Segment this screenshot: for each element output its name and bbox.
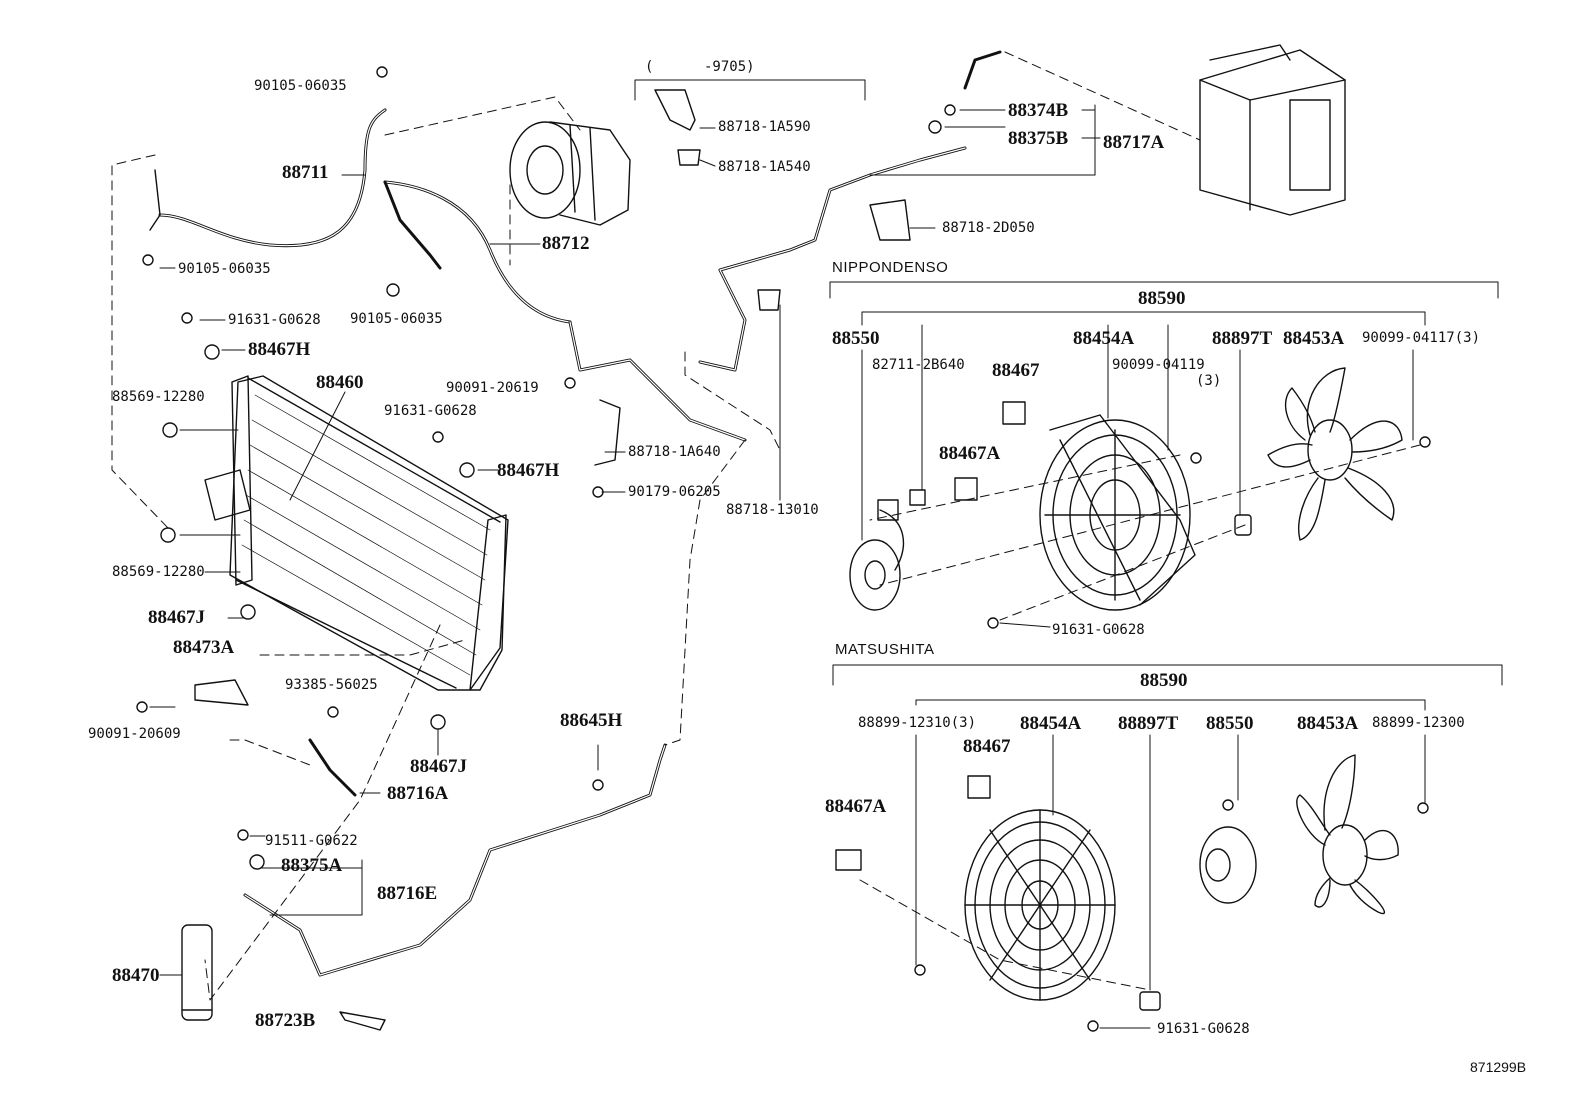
label-n-88467: 88467 (992, 360, 1040, 381)
label-88712: 88712 (542, 233, 590, 254)
label-n-90099-04119: 90099-04119 (1112, 357, 1205, 373)
label-n-88590: 88590 (1138, 288, 1186, 309)
label-m-88897T: 88897T (1118, 713, 1179, 734)
label-m-88550: 88550 (1206, 713, 1254, 734)
figure-reference-id: 871299B (1470, 1059, 1527, 1075)
label-m-88899-12310: 88899-12310(3) (858, 715, 977, 731)
label-n-88897T: 88897T (1212, 328, 1273, 349)
section-matsushita: MATSUSHITA (835, 641, 935, 658)
label-88716A: 88716A (387, 783, 449, 804)
matsushita-fan-assembly (835, 754, 1429, 1032)
label-n-90099-04117: 90099-04117(3) (1362, 330, 1481, 346)
label-88470: 88470 (112, 965, 160, 986)
label-88718-13010: 88718-13010 (726, 502, 819, 518)
label-88467J-b: 88467J (410, 756, 467, 777)
condenser (229, 375, 509, 691)
label-m-88453A: 88453A (1297, 713, 1359, 734)
label-90105-06035-top: 90105-06035 (254, 78, 347, 94)
label-88718-1A640: 88718-1A640 (628, 444, 721, 460)
label-90091-20619: 90091-20619 (446, 380, 539, 396)
label-n-88453A: 88453A (1283, 328, 1345, 349)
label-n-91631-G0628: 91631-G0628 (1052, 622, 1145, 638)
label-88467H-b: 88467H (497, 460, 560, 481)
label-93385-56025: 93385-56025 (285, 677, 378, 693)
label-88375A: 88375A (281, 855, 343, 876)
label-88473A: 88473A (173, 637, 235, 658)
hose-88711 (158, 108, 387, 248)
label-m-88590: 88590 (1140, 670, 1188, 691)
label-88711: 88711 (282, 162, 329, 183)
label-n-qty3: (3) (1196, 373, 1222, 389)
label-88569-12280-a: 88569-12280 (112, 389, 205, 405)
label-88467H-a: 88467H (248, 339, 311, 360)
label-n-82711-2B640: 82711-2B640 (872, 357, 965, 373)
nippondenso-fan-assembly (849, 367, 1431, 629)
label-90091-20609: 90091-20609 (88, 726, 181, 742)
label-9705: ( -9705) (645, 59, 755, 75)
label-m-88899-12300: 88899-12300 (1372, 715, 1465, 731)
label-88569-12280-b: 88569-12280 (112, 564, 205, 580)
label-88460: 88460 (316, 372, 364, 393)
label-88718-1A590: 88718-1A590 (718, 119, 811, 135)
label-88374B: 88374B (1008, 100, 1069, 121)
label-88375B: 88375B (1008, 128, 1069, 149)
section-nippondenso: NIPPONDENSO (832, 259, 949, 276)
fasteners (136, 66, 956, 870)
label-91631-G0628-a: 91631-G0628 (228, 312, 321, 328)
label-91631-G0628-b: 91631-G0628 (384, 403, 477, 419)
label-90105-06035-left: 90105-06035 (178, 261, 271, 277)
label-88467J-a: 88467J (148, 607, 205, 628)
label-88717A: 88717A (1103, 132, 1165, 153)
label-91511-G0622: 91511-G0622 (265, 833, 358, 849)
label-m-88467: 88467 (963, 736, 1011, 757)
label-90179-06205: 90179-06205 (628, 484, 721, 500)
label-88723B: 88723B (255, 1010, 316, 1031)
label-m-88454A: 88454A (1020, 713, 1082, 734)
label-n-88467A: 88467A (939, 443, 1001, 464)
label-88718-1A540: 88718-1A540 (718, 159, 811, 175)
receiver-drier (181, 924, 213, 1021)
label-m-91631-G0628: 91631-G0628 (1157, 1021, 1250, 1037)
label-m-88467A: 88467A (825, 796, 887, 817)
label-88645H: 88645H (560, 710, 623, 731)
label-88716E: 88716E (377, 883, 438, 904)
label-90105-06035-mid: 90105-06035 (350, 311, 443, 327)
evaporator-unit (1199, 44, 1346, 216)
label-n-88550: 88550 (832, 328, 880, 349)
compressor (509, 121, 631, 226)
label-88718-2D050: 88718-2D050 (942, 220, 1035, 236)
label-n-88454A: 88454A (1073, 328, 1135, 349)
